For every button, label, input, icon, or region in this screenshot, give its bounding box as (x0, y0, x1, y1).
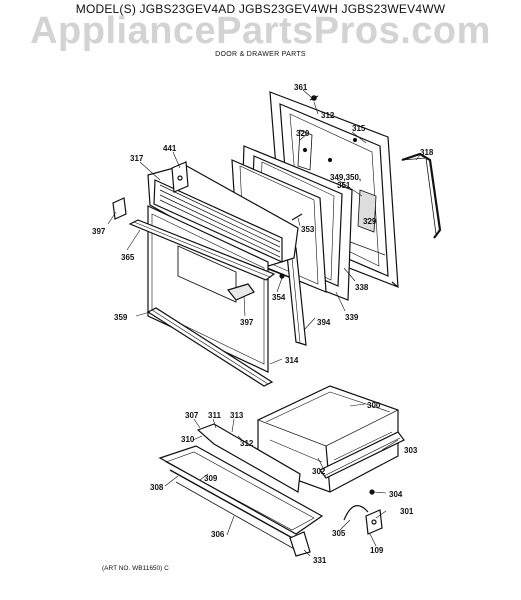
callout-303: 303 (404, 446, 418, 455)
callout-302: 302 (312, 467, 326, 476)
callout-314: 314 (285, 356, 299, 365)
callout-441: 441 (163, 144, 177, 153)
screw-354 (279, 273, 285, 279)
callout-300: 300 (367, 401, 381, 410)
callout-349-350: 349,350, (330, 173, 361, 182)
callout-317: 317 (130, 154, 144, 163)
art-number: (ART NO. WB11650) C (102, 565, 169, 572)
leader-lines (107, 89, 421, 557)
callout-labels: 361 312 320 315 318 441 317 349,350, 351… (92, 83, 434, 565)
diagram-subtitle: DOOR & DRAWER PARTS (215, 51, 306, 58)
callout-305: 305 (332, 529, 346, 538)
door-handle (128, 219, 276, 281)
hinge-bracket (171, 161, 189, 193)
handle-end-cap (112, 197, 127, 220)
drawer-side-bracket (196, 423, 301, 493)
callout-312: 312 (321, 111, 335, 120)
callout-309: 309 (204, 474, 218, 483)
callout-331: 331 (313, 556, 327, 565)
callout-394: 394 (317, 318, 331, 327)
drawer-glide (343, 505, 383, 535)
callout-397-right: 397 (240, 318, 254, 327)
drawer-rail (319, 431, 405, 479)
screw-353 (291, 213, 303, 221)
screw-304 (369, 489, 375, 495)
drawer-front-panel (158, 445, 324, 551)
callout-339: 339 (345, 313, 359, 322)
callout-354: 354 (272, 293, 286, 302)
callout-308: 308 (150, 483, 164, 492)
callout-353: 353 (301, 225, 315, 234)
callout-312-drawer: 312 (240, 439, 254, 448)
outer-door-panel (147, 205, 269, 373)
callout-361: 361 (294, 83, 308, 92)
callout-301: 301 (400, 507, 414, 516)
callout-318: 318 (420, 148, 434, 157)
callout-313: 313 (230, 411, 244, 420)
callout-320: 320 (296, 129, 310, 138)
callout-306: 306 (211, 530, 225, 539)
callout-109: 109 (370, 546, 384, 555)
callout-338: 338 (355, 283, 369, 292)
screw-361 (309, 95, 319, 101)
drawer-end-cap (289, 531, 311, 557)
door-gasket (401, 152, 442, 239)
callout-304: 304 (389, 490, 403, 499)
model-title: MODEL(S) JGBS23GEV4AD JGBS23GEV4WH JGBS2… (75, 2, 446, 16)
callout-359: 359 (114, 313, 128, 322)
callout-315: 315 (352, 124, 366, 133)
callout-310: 310 (181, 435, 195, 444)
callout-397-left: 397 (92, 227, 106, 236)
door-bottom-trim (146, 307, 274, 387)
callout-329: 329 (363, 217, 377, 226)
callout-307: 307 (185, 411, 199, 420)
watermark: AppliancePartsPros.com (30, 10, 491, 52)
callout-311: 311 (208, 411, 221, 420)
callout-365: 365 (121, 253, 135, 262)
callout-351: 351 (337, 181, 351, 190)
